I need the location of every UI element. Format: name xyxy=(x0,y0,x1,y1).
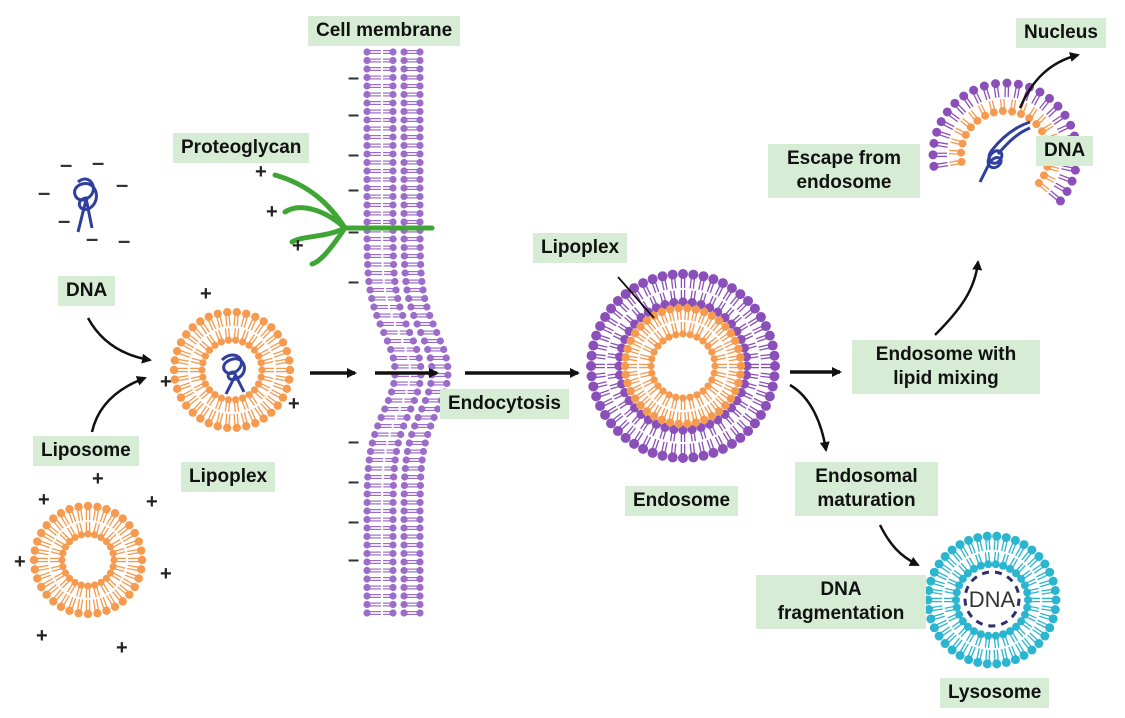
label-maturation-line2: maturation xyxy=(817,490,916,511)
label-fragmentation-line1: DNA xyxy=(820,579,862,600)
label-endosome-lipid-mixing: Endosome with lipid mixing xyxy=(852,340,1040,394)
released-dna-icon xyxy=(978,120,1031,183)
lysosome-icon xyxy=(923,531,1061,669)
svg-text:+: + xyxy=(160,371,172,393)
label-endocytosis: Endocytosis xyxy=(440,389,569,419)
label-endosome-lipid-mixing-line2: lipid mixing xyxy=(893,368,999,389)
endosome-icon xyxy=(586,269,780,463)
svg-text:+: + xyxy=(116,637,128,659)
label-escape-from-endosome: Escape from endosome xyxy=(768,144,920,198)
lysosome-dna-text: DNA xyxy=(969,587,1016,612)
arrow-dna-to-lipoplex xyxy=(86,317,152,364)
label-proteoglycan: Proteoglycan xyxy=(173,133,310,163)
svg-text:+: + xyxy=(200,283,212,305)
svg-text:–: – xyxy=(348,144,359,166)
svg-text:–: – xyxy=(348,511,359,533)
svg-text:+: + xyxy=(36,625,48,647)
svg-text:+: + xyxy=(160,563,172,585)
label-liposome: Liposome xyxy=(33,436,139,466)
svg-text:–: – xyxy=(60,152,72,177)
svg-text:–: – xyxy=(348,549,359,571)
svg-text:–: – xyxy=(348,67,359,89)
label-lipoplex: Lipoplex xyxy=(181,462,276,492)
svg-text:+: + xyxy=(38,489,50,511)
label-fragmentation-line2: fragmentation xyxy=(777,603,905,624)
lipoplex-charges: + + + xyxy=(160,283,300,415)
proteoglycan-icon xyxy=(272,172,435,267)
lipoplex-icon xyxy=(169,307,295,433)
svg-text:–: – xyxy=(118,228,130,253)
arrow-to-nucleus xyxy=(1018,52,1080,109)
label-nucleus: Nucleus xyxy=(1016,18,1106,48)
lipoplex-dna-icon xyxy=(220,353,246,395)
label-endosome: Endosome xyxy=(625,486,739,516)
label-maturation-line1: Endosomal xyxy=(815,466,918,487)
flow-arrows xyxy=(86,52,1080,567)
svg-text:+: + xyxy=(288,393,300,415)
label-escape-line2: endosome xyxy=(796,172,892,193)
svg-text:+: + xyxy=(292,235,304,257)
svg-text:–: – xyxy=(86,226,98,251)
label-escape-line1: Escape from xyxy=(786,148,902,169)
arrow-to-escape xyxy=(934,260,983,336)
svg-text:–: – xyxy=(348,221,359,243)
svg-text:+: + xyxy=(255,161,267,183)
free-dna-icon: – – – – – – – xyxy=(38,150,130,253)
liposome-icon xyxy=(29,501,147,619)
arrow-liposome-to-lipoplex xyxy=(90,376,147,433)
arrow-to-lysosome xyxy=(878,524,920,567)
proteoglycan-charges: + + + xyxy=(255,161,304,257)
svg-text:–: – xyxy=(348,431,359,453)
svg-text:–: – xyxy=(348,471,359,493)
cell-membrane-bilayer: – – – – – – – – – – xyxy=(348,48,452,617)
label-dna: DNA xyxy=(58,276,116,306)
svg-text:+: + xyxy=(14,551,26,573)
svg-text:–: – xyxy=(38,180,50,205)
label-released-dna: DNA xyxy=(1036,136,1094,166)
svg-text:–: – xyxy=(92,150,104,175)
svg-text:+: + xyxy=(266,201,278,223)
arrow-to-maturation xyxy=(789,383,830,452)
svg-text:–: – xyxy=(116,172,128,197)
svg-text:+: + xyxy=(92,468,104,490)
liposome-charges: + + + + + + + xyxy=(14,468,172,659)
label-lysosome: Lysosome xyxy=(940,678,1050,708)
label-endosomal-maturation: Endosomal maturation xyxy=(795,462,938,516)
svg-text:–: – xyxy=(348,271,359,293)
svg-text:–: – xyxy=(58,208,70,233)
label-dna-fragmentation: DNA fragmentation xyxy=(756,575,926,629)
escaping-endosome-icon xyxy=(928,78,1082,206)
svg-text:–: – xyxy=(348,179,359,201)
label-lipoplex-in-endosome: Lipoplex xyxy=(533,233,628,263)
lipoplex-pointer-line xyxy=(617,276,655,319)
label-endosome-lipid-mixing-line1: Endosome with xyxy=(875,344,1017,365)
fragmented-dna-icon xyxy=(963,570,1021,628)
svg-text:+: + xyxy=(146,491,158,513)
svg-text:–: – xyxy=(348,104,359,126)
label-cell-membrane: Cell membrane xyxy=(308,16,461,46)
